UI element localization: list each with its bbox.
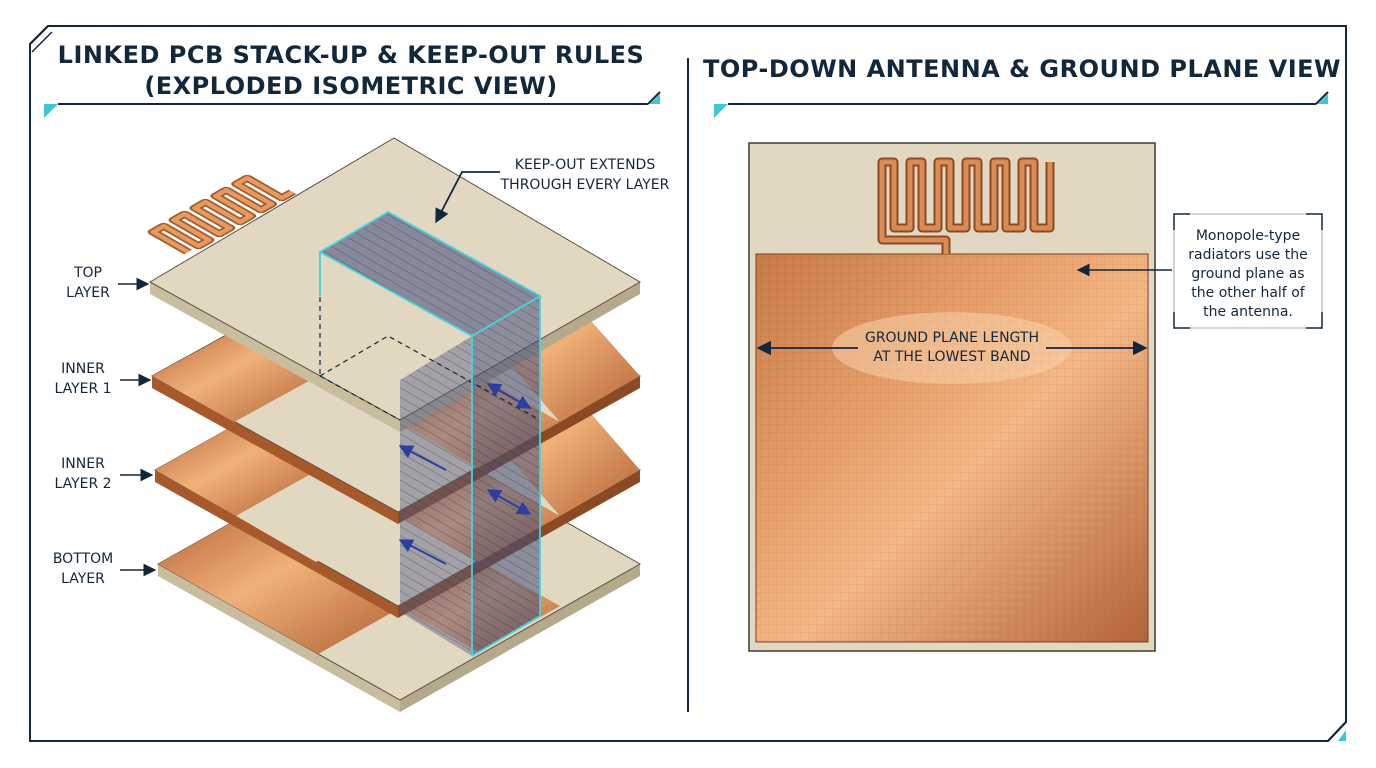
note-line-5: the antenna. [1203,304,1293,320]
note-line-2: radiators use the [1188,247,1307,263]
layer-inner1-line1: INNER [61,361,105,377]
layer-top-line1: TOP [73,265,102,281]
right-title-rule [714,91,1329,118]
meander-antenna [877,157,1055,254]
right-title: TOP-DOWN ANTENNA & GROUND PLANE VIEW [703,55,1341,83]
keepout-callout-line1: KEEP-OUT EXTENDS [515,157,656,173]
layer-label-inner-1: INNER LAYER 1 [54,361,152,397]
layer-inner1-line2: LAYER 1 [54,381,111,397]
layer-label-top: TOP LAYER [66,265,150,301]
left-title-line2: (EXPLODED ISOMETRIC VIEW) [144,72,557,100]
note-line-1: Monopole-type [1196,228,1300,244]
outer-frame [29,25,1347,742]
layer-inner2-line2: LAYER 2 [54,476,111,492]
ground-plane-label-line1: GROUND PLANE LENGTH [865,330,1039,346]
layer-bottom-line1: BOTTOM [53,551,113,567]
layer-label-bottom: BOTTOM LAYER [53,551,157,587]
note-line-4: the other half of [1191,285,1305,301]
ground-plane-dimension [756,312,1148,384]
keepout-callout-line2: THROUGH EVERY LAYER [500,177,670,193]
ground-plane-label-line2: AT THE LOWEST BAND [873,349,1030,365]
layer-inner2-line1: INNER [61,456,105,472]
left-title-line1: LINKED PCB STACK-UP & KEEP-OUT RULES [58,41,645,69]
left-title-rule [44,91,661,118]
keepout-callout-leader [435,171,500,224]
layer-bottom-line2: LAYER [61,571,105,587]
monopole-note-box: Monopole-type radiators use the ground p… [1173,213,1323,329]
note-line-3: ground plane as [1191,266,1304,282]
layer-top-line2: LAYER [66,285,110,301]
layer-label-inner-2: INNER LAYER 2 [54,456,154,492]
isometric-meander-antenna [147,174,297,255]
coupling-arrows [398,383,532,565]
